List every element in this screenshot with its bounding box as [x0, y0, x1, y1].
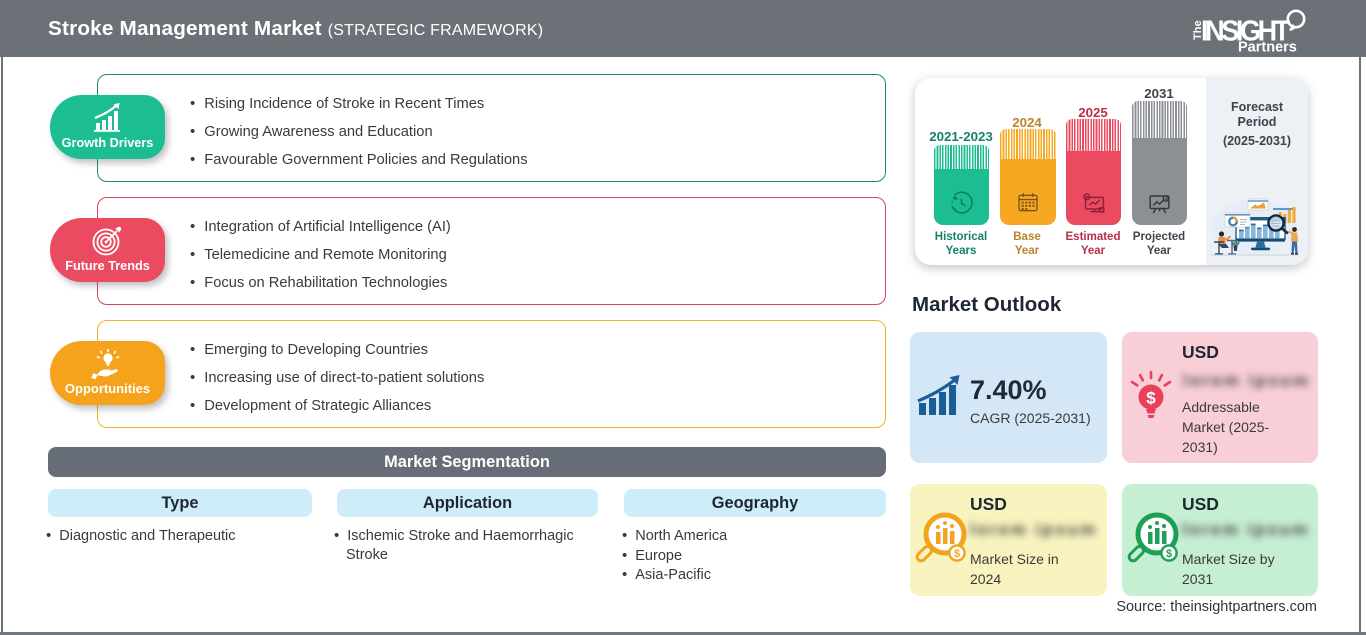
- svg-text:$: $: [1166, 548, 1172, 560]
- svg-text:Partners: Partners: [1238, 40, 1297, 55]
- svg-text:$: $: [1146, 389, 1156, 408]
- svg-text:The: The: [1192, 20, 1204, 40]
- svg-text:$: $: [954, 548, 960, 560]
- svg-text:INSIGHT: INSIGHT: [1201, 15, 1290, 47]
